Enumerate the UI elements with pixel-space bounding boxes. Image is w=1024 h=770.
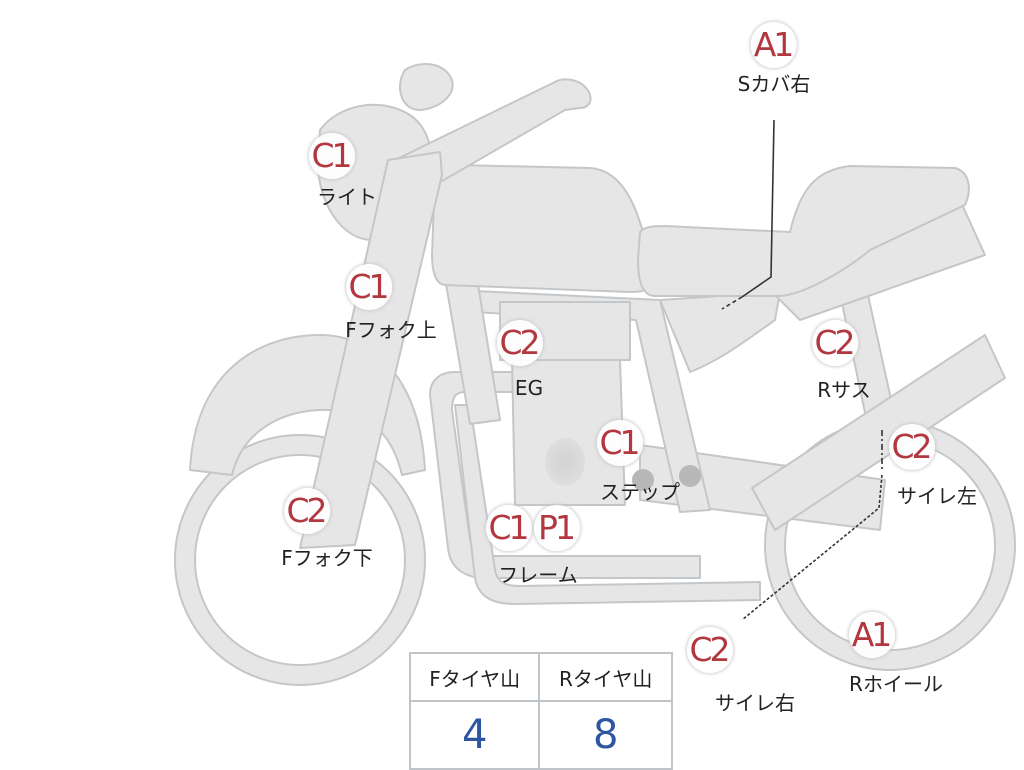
- label-light-name: ライト: [317, 185, 377, 209]
- mirror: [399, 63, 454, 111]
- label-frame-codes: C1 P1: [486, 505, 580, 551]
- grade-badge: C1: [597, 420, 643, 466]
- label-light-codes: C1: [309, 133, 355, 179]
- handlebar: [394, 78, 592, 189]
- label-engine-name: EG: [514, 376, 544, 400]
- leader-lines: [721, 119, 883, 621]
- grade-badge: A1: [750, 22, 797, 68]
- label-f-fork-lower: C2 Fフォク下: [241, 488, 373, 571]
- grade-badge: C2: [889, 424, 935, 470]
- rear-tire-header: Rタイヤ山: [538, 652, 673, 702]
- label-step-codes: C1: [597, 420, 643, 466]
- label-frame: C1 P1 フレーム: [486, 505, 580, 588]
- engine-block: [511, 359, 626, 506]
- seat: [637, 165, 970, 297]
- label-light: C1 ライト: [287, 133, 377, 210]
- grade-badge: C2: [812, 320, 858, 366]
- leader-s-cover-dash: [721, 296, 743, 310]
- exhaust-pipe-lower: [454, 404, 761, 605]
- grade-badge: C2: [283, 488, 330, 534]
- label-f-fork-upper-codes: C1: [345, 264, 392, 310]
- label-r-suspension-name: Rサス: [817, 378, 871, 402]
- side-cover: [659, 291, 781, 373]
- grade-badge: C1: [345, 264, 392, 310]
- tire-table-header-row: Fタイヤ山 Rタイヤ山: [408, 652, 673, 702]
- fuel-tank: [431, 164, 654, 293]
- grade-badge: C2: [687, 627, 733, 673]
- front-wheel: [174, 434, 426, 686]
- tire-tread-table: Fタイヤ山 Rタイヤ山 4 8: [408, 652, 673, 770]
- label-silencer-right-name: サイレ右: [715, 691, 795, 715]
- label-f-fork-upper-name: Fフォク上: [345, 318, 437, 342]
- leader-silencer-right: [741, 474, 883, 621]
- label-step-name: ステップ: [600, 480, 680, 504]
- front-tire-value: 4: [408, 700, 541, 770]
- label-silencer-left: C2 サイレ左: [847, 424, 977, 509]
- silencer: [751, 334, 1006, 531]
- grade-badge: P1: [534, 505, 580, 551]
- label-r-wheel: A1 Rホイール: [801, 612, 943, 697]
- label-silencer-right-codes: C2: [687, 627, 733, 673]
- grade-badge: C2: [496, 320, 543, 366]
- label-s-cover-right-codes: A1: [750, 22, 797, 68]
- front-fork: [299, 151, 443, 549]
- label-step: C1 ステップ: [560, 420, 680, 505]
- label-silencer-right: C2 サイレ右: [625, 627, 795, 716]
- label-frame-name: フレーム: [498, 563, 578, 587]
- grade-badge: C1: [486, 505, 532, 551]
- label-engine-codes: C2: [496, 320, 543, 366]
- leader-s-cover: [741, 119, 775, 298]
- label-s-cover-right: A1 Sカバ右: [737, 22, 811, 97]
- front-tire-header: Fタイヤ山: [408, 652, 541, 702]
- label-silencer-left-name: サイレ左: [897, 484, 977, 508]
- label-r-suspension-codes: C2: [812, 320, 858, 366]
- label-silencer-left-codes: C2: [889, 424, 935, 470]
- label-f-fork-upper: C1 Fフォク上: [301, 264, 437, 343]
- label-engine: C2 EG: [496, 320, 544, 400]
- grade-badge: C1: [309, 133, 355, 179]
- tire-table-value-row: 4 8: [408, 700, 673, 770]
- label-f-fork-lower-codes: C2: [283, 488, 330, 534]
- label-r-wheel-codes: A1: [849, 612, 895, 658]
- label-r-wheel-name: Rホイール: [849, 672, 943, 696]
- rear-tire-value: 8: [538, 700, 673, 770]
- grade-badge: A1: [849, 612, 895, 658]
- label-r-suspension: C2 Rサス: [799, 320, 871, 403]
- label-f-fork-lower-name: Fフォク下: [281, 546, 373, 570]
- label-s-cover-right-name: Sカバ右: [737, 72, 811, 96]
